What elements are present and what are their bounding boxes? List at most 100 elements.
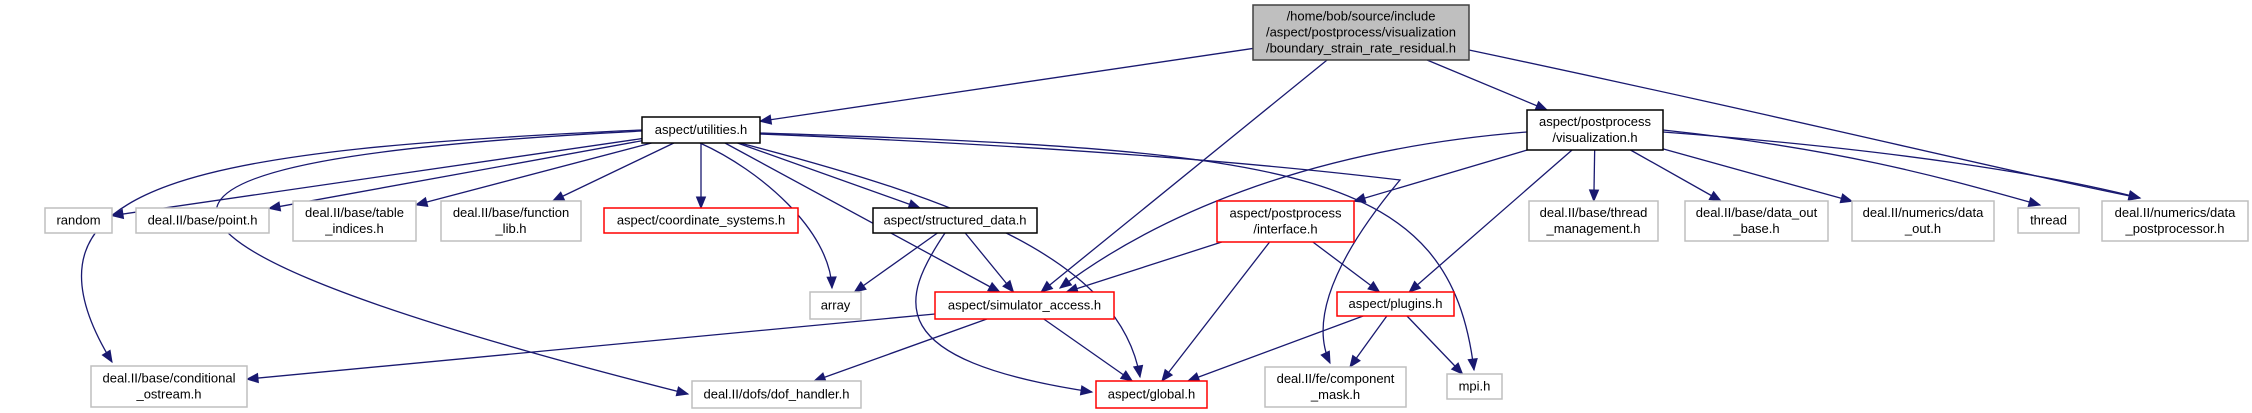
node-box [292, 200, 417, 242]
arrowhead-icon [1367, 280, 1381, 293]
edge-line [759, 133, 1402, 364]
node-structured-data[interactable]: aspect/structured_data.h [872, 207, 1038, 234]
node-coordinate-systems[interactable]: aspect/coordinate_systems.h [603, 207, 799, 234]
arrowhead-icon [1839, 193, 1854, 204]
node-label: /home/bob/source/include [1287, 9, 1436, 24]
node-box [2017, 207, 2080, 234]
node-box [641, 116, 761, 144]
node-label: _base.h [1732, 221, 1779, 236]
node-label: deal.II/base/data_out [1696, 205, 1818, 220]
node-utilities[interactable]: aspect/utilities.h [641, 116, 761, 144]
node-label: _ostream.h [135, 387, 201, 402]
edge-line [1161, 241, 1271, 382]
arrowhead-icon [812, 372, 827, 383]
arrowhead-icon [1349, 354, 1361, 369]
edge-line [246, 313, 936, 380]
node-data-out-base[interactable]: deal.II/base/data_out_base.h [1684, 200, 1829, 242]
edge-visualization-to-interface [1352, 149, 1528, 204]
edge-utilities-to-table_indices [414, 142, 652, 208]
arrowhead-icon [2027, 196, 2042, 207]
edge-visualization-to-simulator_access [1058, 131, 1528, 289]
node-label: deal.II/base/function [453, 205, 569, 220]
node-box [440, 200, 582, 242]
edge-interface-to-simulator_access [1065, 241, 1222, 294]
node-label: _indices.h [324, 221, 384, 236]
node-box [1264, 366, 1407, 408]
edge-line [1187, 315, 1364, 382]
node-simulator-access[interactable]: aspect/simulator_access.h [934, 291, 1115, 320]
node-label: _lib.h [494, 221, 526, 236]
node-box [1684, 200, 1829, 242]
edge-root-to-visualization [1426, 59, 1549, 111]
node-point[interactable]: deal.II/base/point.h [135, 207, 270, 234]
edge-line [415, 142, 652, 206]
edge-line [552, 142, 675, 202]
edge-line [1312, 241, 1380, 293]
node-box [872, 207, 1038, 234]
edge-simulator_access-to-dof_handler [812, 318, 988, 383]
node-conditional-ostream[interactable]: deal.II/base/conditional_ostream.h [90, 365, 248, 408]
edge-utilities-to-array [699, 142, 837, 290]
edge-line [759, 132, 1475, 371]
node-table-indices[interactable]: deal.II/base/table_indices.h [292, 200, 417, 242]
edge-plugins-to-mpi [1406, 315, 1464, 375]
node-box [1526, 109, 1664, 151]
node-dof-handler[interactable]: deal.II/dofs/dof_handler.h [691, 380, 862, 409]
edge-line [268, 140, 643, 210]
node-visualization[interactable]: aspect/postprocess/visualization.h [1526, 109, 1664, 151]
arrowhead-icon [1040, 280, 1054, 293]
node-label: deal.II/dofs/dof_handler.h [703, 387, 849, 402]
node-component-mask[interactable]: deal.II/fe/component_mask.h [1264, 366, 1407, 408]
arrowhead-icon [675, 386, 690, 397]
edge-interface-to-global [1161, 241, 1271, 383]
node-label: _management.h [1546, 221, 1641, 236]
node-label: deal.II/numerics/data [1863, 205, 1984, 220]
node-box [691, 380, 862, 409]
node-plugins[interactable]: aspect/plugins.h [1336, 291, 1455, 317]
edge-root-to-utilities [758, 47, 1254, 125]
arrowhead-icon [1186, 372, 1201, 382]
node-interface[interactable]: aspect/postprocess/interface.h [1216, 200, 1355, 243]
node-mpi[interactable]: mpi.h [1446, 373, 1503, 400]
node-thread[interactable]: thread [2017, 207, 2080, 234]
edge-simulator_access-to-conditional_ostream [245, 313, 936, 384]
node-label: mpi.h [1459, 379, 1491, 394]
edge-utilities-to-coordinate_systems [695, 143, 707, 210]
arrowhead-icon [758, 114, 773, 125]
node-array[interactable]: array [809, 291, 862, 320]
edge-line [964, 232, 1014, 293]
node-thread-management[interactable]: deal.II/base/thread_management.h [1528, 200, 1659, 242]
edge-line [111, 137, 643, 217]
arrowhead-icon [1588, 189, 1600, 203]
arrowhead-icon [853, 281, 867, 293]
node-box [603, 207, 799, 234]
node-box [1252, 4, 1470, 61]
arrowhead-icon [1708, 190, 1723, 202]
edge-utilities-to-point [267, 140, 643, 212]
node-label: deal.II/base/conditional [103, 371, 236, 386]
node-global[interactable]: aspect/global.h [1095, 380, 1208, 409]
edge-structured_data-to-global [915, 232, 1094, 396]
node-box [1851, 200, 1995, 242]
edge-line [1662, 131, 2141, 199]
node-data-postprocessor[interactable]: deal.II/numerics/data_postprocessor.h [2101, 200, 2249, 242]
edge-line [215, 130, 689, 395]
node-random[interactable]: random [44, 207, 113, 234]
edge-visualization-to-thread [1662, 129, 2042, 207]
arrowhead-icon [1002, 279, 1015, 294]
node-box [1336, 291, 1455, 317]
node-box [1216, 200, 1355, 243]
edge-visualization-to-thread_management [1588, 149, 1600, 203]
edge-line [1630, 149, 1722, 202]
arrowhead-icon [1408, 280, 1422, 293]
arrowhead-icon [1320, 350, 1331, 365]
node-label: aspect/plugins.h [1349, 296, 1443, 311]
node-function-lib[interactable]: deal.II/base/function_lib.h [440, 200, 582, 242]
node-label: aspect/coordinate_systems.h [617, 213, 785, 228]
node-data-out[interactable]: deal.II/numerics/data_out.h [1851, 200, 1995, 242]
edge-line [1426, 59, 1548, 111]
node-box [44, 207, 113, 234]
edge-line [1353, 149, 1528, 202]
arrowhead-icon [1119, 370, 1134, 382]
node-label: /interface.h [1253, 222, 1317, 237]
